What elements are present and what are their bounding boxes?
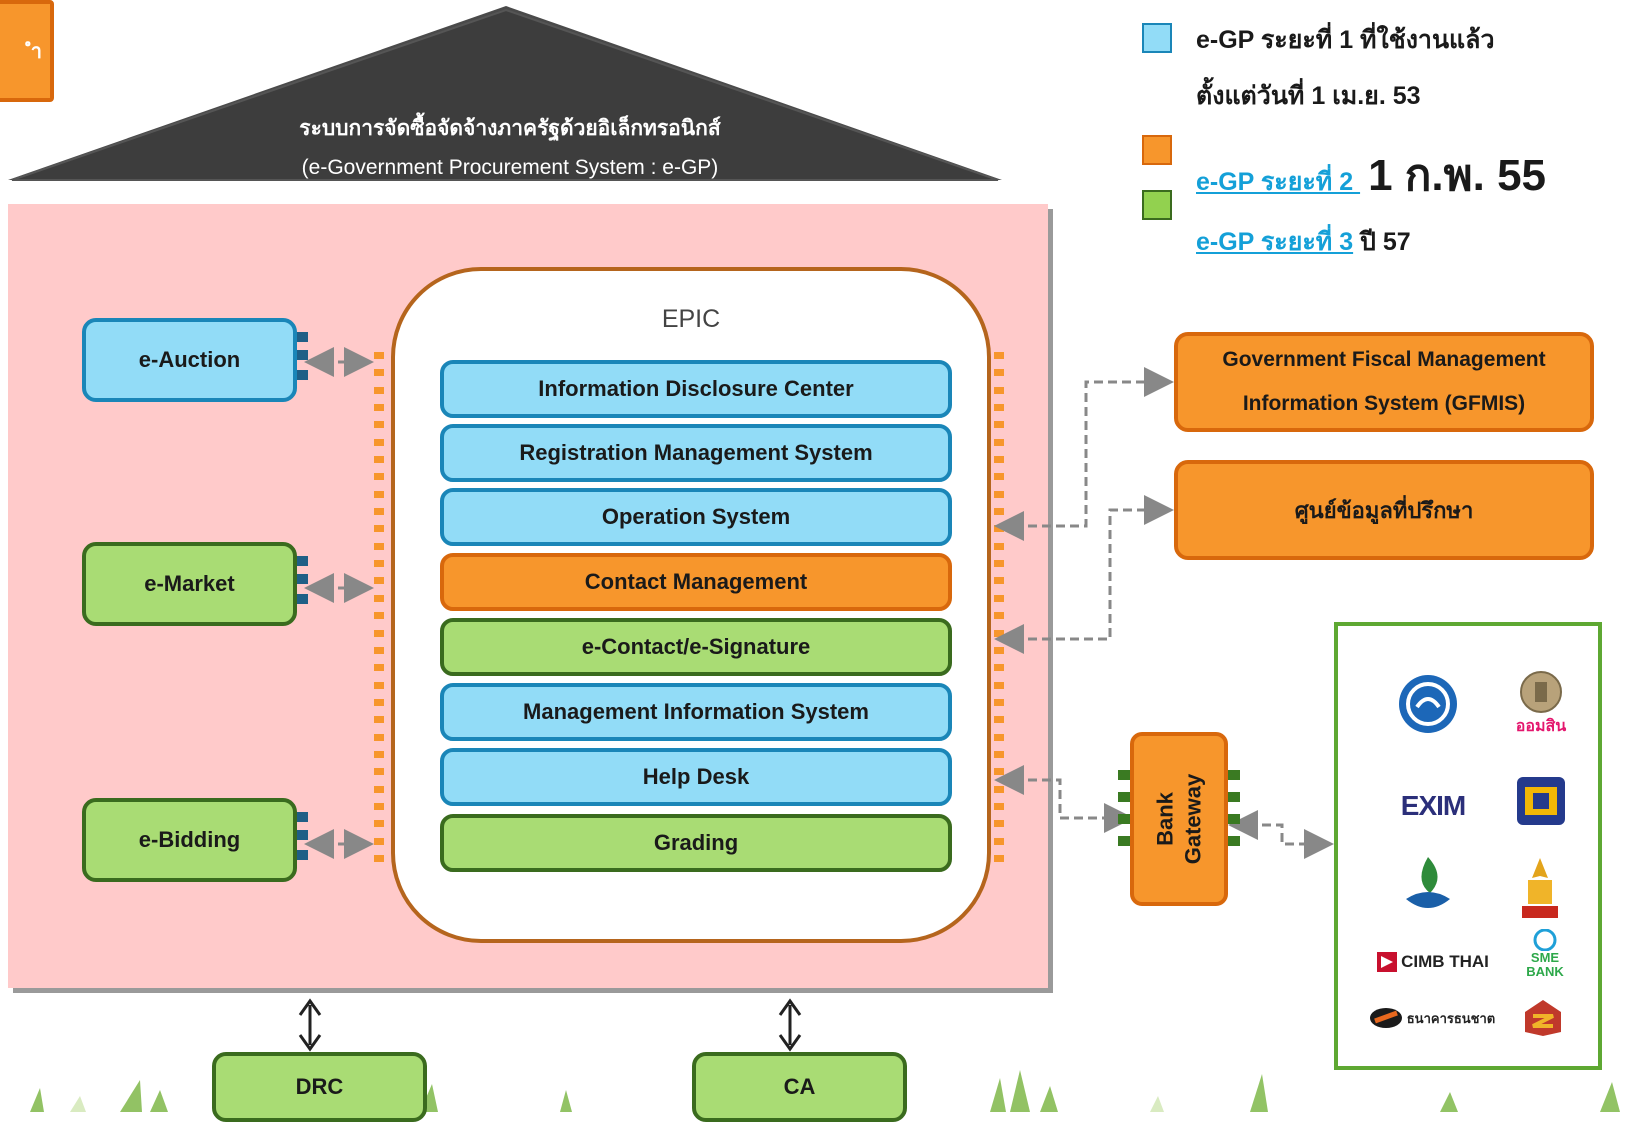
exim-logo-text: EXIM <box>1400 790 1466 821</box>
layer-help-desk[interactable]: Help Desk <box>440 748 952 806</box>
layer-e-contact-signature[interactable]: e-Contact/e-Signature <box>440 618 952 676</box>
module-e-bidding[interactable]: e-Bidding <box>82 798 297 882</box>
sme-bank-logo-text: SME BANK <box>1526 950 1564 979</box>
box-drc[interactable]: DRC <box>212 1052 427 1122</box>
epic-title: EPIC <box>661 305 721 333</box>
layer-label: Grading <box>653 830 739 855</box>
module-label: e-Auction <box>138 347 241 372</box>
legend-phase3: e-GP ระยะที่ 3 ปี 57 <box>1196 222 1411 262</box>
roof-title: ระบบการจัดซื้อจัดจ้างภาครัฐด้วยอิเล็กทรอ… <box>299 117 721 140</box>
module-label: e-Market <box>144 571 235 596</box>
cimb-logo-text: CIMB THAI <box>1401 952 1489 971</box>
baac-logo <box>1398 852 1458 924</box>
thanachart-logo-text: ธนาคารธนชาต <box>1406 1010 1496 1026</box>
layer-label: Information Disclosure Center <box>538 376 854 401</box>
islamic-bank-logo <box>1512 852 1568 924</box>
bank-gateway[interactable]: Bank Gateway <box>1130 732 1228 906</box>
gsb-logo: ออมสิน <box>1506 664 1576 744</box>
krungthai-logo <box>1396 672 1460 736</box>
layer-operation-system[interactable]: Operation System <box>440 488 952 546</box>
legend-phase3-link[interactable]: e-GP ระยะที่ 3 <box>1196 228 1354 256</box>
module-label: e-Bidding <box>138 827 241 852</box>
legend-phase2: e-GP ระยะที่ 2 1 ก.พ. 55 <box>1196 140 1546 210</box>
top-left-tab-label: ำ <box>30 41 42 63</box>
module-e-market[interactable]: e-Market <box>82 542 297 626</box>
legend-phase1-line1: e-GP ระยะที่ 1 ที่ใช้งานแล้ว <box>1196 26 1495 54</box>
layer-contact-management[interactable]: Contact Management <box>440 553 952 611</box>
legend-swatch-phase3 <box>1142 190 1172 220</box>
roof-subtitle: (e-Government Procurement System : e-GP) <box>301 156 719 179</box>
system-info-center-label: ศูนย์ข้อมูลที่ปรึกษา <box>1294 497 1474 523</box>
module-connectors <box>297 332 308 860</box>
ghb-logo <box>1512 772 1570 830</box>
system-info-center[interactable]: ศูนย์ข้อมูลที่ปรึกษา <box>1174 460 1594 560</box>
legend-phase3-date: ปี 57 <box>1353 228 1411 256</box>
layer-information-disclosure-center[interactable]: Information Disclosure Center <box>440 360 952 418</box>
gsb-logo-text: ออมสิน <box>1515 717 1567 735</box>
system-gfmis-label: Government Fiscal Management Information… <box>1222 348 1546 415</box>
roof <box>8 6 1002 181</box>
layer-grading[interactable]: Grading <box>440 814 952 872</box>
layer-label: Contact Management <box>584 569 808 594</box>
thanachart-logo: ธนาคารธนชาต <box>1362 1000 1502 1036</box>
layer-label: Operation System <box>601 504 791 529</box>
legend-phase2-link[interactable]: e-GP ระยะที่ 2 <box>1196 168 1361 196</box>
sme-bank-logo: SME BANK <box>1520 922 1570 986</box>
epic-left-ports <box>374 352 384 862</box>
gateway-pins <box>1118 770 1240 846</box>
layer-label: Management Information System <box>523 699 869 724</box>
layer-label: e-Contact/e-Signature <box>581 634 811 659</box>
legend-swatch-phase2 <box>1142 135 1172 165</box>
legend-phase2-date: 1 ก.พ. 55 <box>1368 151 1547 200</box>
legend-swatch-phase1 <box>1142 23 1172 53</box>
cimb-logo: CIMB THAI <box>1368 944 1498 980</box>
box-ca-label: CA <box>783 1074 816 1099</box>
layer-management-information-system[interactable]: Management Information System <box>440 683 952 741</box>
layer-label: Registration Management System <box>519 440 873 465</box>
exim-logo: EXIM <box>1390 786 1476 826</box>
module-e-auction[interactable]: e-Auction <box>82 318 297 402</box>
top-left-tab[interactable]: ำ <box>0 0 54 102</box>
system-gfmis[interactable]: Government Fiscal Management Information… <box>1174 332 1594 432</box>
legend-phase1-line2: ตั้งแต่วันที่ 1 เม.ย. 53 <box>1196 82 1421 110</box>
layer-registration-management-system[interactable]: Registration Management System <box>440 424 952 482</box>
box-ca[interactable]: CA <box>692 1052 907 1122</box>
tmb-logo <box>1518 996 1568 1040</box>
box-drc-label: DRC <box>295 1074 344 1099</box>
layer-label: Help Desk <box>642 764 750 789</box>
